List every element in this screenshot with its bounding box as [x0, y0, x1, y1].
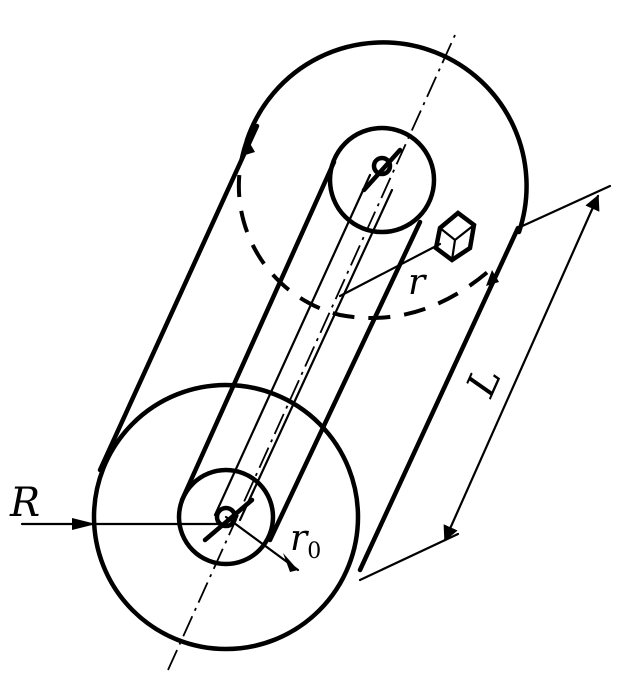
- radius-R-arrowhead: [72, 518, 96, 530]
- radius-r0-line: [224, 515, 300, 572]
- top-axis-mark: [361, 147, 403, 193]
- label-r0-base: r: [290, 518, 309, 559]
- rod-line-inner-a: [213, 173, 372, 517]
- radius-r0-arrow: [283, 553, 298, 572]
- top-hub: [327, 125, 437, 235]
- dimension-ext-top: [516, 184, 612, 230]
- label-r: r: [408, 262, 427, 303]
- dimension-ext-bottom: [358, 532, 460, 582]
- label-R: R: [9, 480, 40, 526]
- dimension-L-line: [443, 194, 600, 542]
- top-drum-outline: [244, 40, 529, 235]
- top-drum-hidden-edge: [236, 139, 492, 320]
- belt-arrow-right: [486, 270, 499, 286]
- radius-r-line: [338, 242, 442, 298]
- label-r0-sub: 0: [307, 539, 321, 564]
- mass-block: [433, 210, 477, 263]
- bottom-hub: [176, 467, 276, 567]
- large-bottom-pulley: [91, 382, 361, 652]
- outer-belt-left: [97, 123, 260, 473]
- rod-line-right: [267, 219, 423, 543]
- label-L: L: [458, 360, 511, 404]
- center-axis-line: [167, 34, 456, 671]
- rod-line-inner-b: [238, 188, 394, 522]
- rod-line-left: [179, 159, 337, 503]
- belt-arrow-left: [242, 140, 255, 156]
- label-r0: r0: [290, 518, 321, 564]
